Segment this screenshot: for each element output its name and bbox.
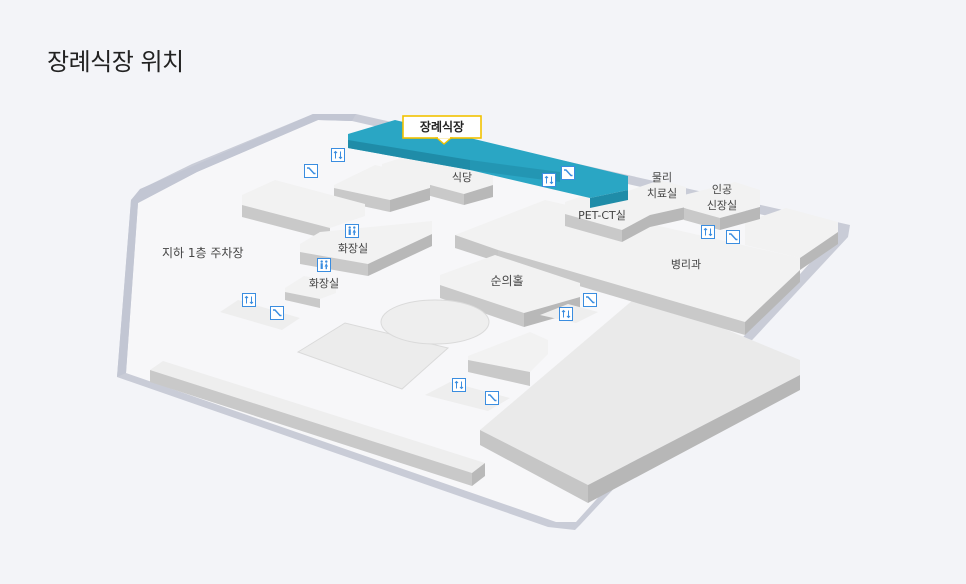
restroom-label: 화장실 <box>338 242 368 255</box>
elevator-icon <box>452 378 466 392</box>
cafeteria-label: 식당 <box>452 171 472 184</box>
elevator-icon <box>559 307 573 321</box>
radiation-label-line1: 물리 <box>652 171 672 184</box>
kidney-label-line2: 신장실 <box>707 199 737 212</box>
elevator-icon <box>542 173 556 187</box>
parking-label: 지하 1층 주차장 <box>162 246 244 260</box>
elevator-icon <box>242 293 256 307</box>
page-title: 장례식장 위치 <box>47 48 184 76</box>
map-labels: 지하 1층 주차장 식당 화장실 화장실 순의홀 PET-CT실 물리 치료실 … <box>162 171 737 290</box>
elevator-icon <box>331 148 345 162</box>
escalator-icon <box>485 391 499 405</box>
funeral-hall-area[interactable] <box>348 120 628 208</box>
hall-label: 순의홀 <box>490 274 523 288</box>
radiation-label-line2: 치료실 <box>647 187 677 200</box>
funeral-hall-label: 장례식장 <box>420 119 464 134</box>
restroom-icon <box>345 224 359 238</box>
building-blocks <box>150 152 838 503</box>
restroom-icon <box>317 258 331 272</box>
pet-ct-label: PET-CT실 <box>578 209 626 222</box>
elevator-icon <box>701 225 715 239</box>
restroom-label: 화장실 <box>309 277 339 290</box>
escalator-icon <box>583 293 597 307</box>
escalator-icon <box>726 230 740 244</box>
funeral-hall-callout: 장례식장 <box>402 115 482 145</box>
pathology-label: 병리과 <box>671 258 701 271</box>
kidney-label-line1: 인공 <box>712 183 732 196</box>
escalator-icon <box>270 306 284 320</box>
escalator-icon <box>561 166 575 180</box>
escalator-icon <box>304 164 318 178</box>
